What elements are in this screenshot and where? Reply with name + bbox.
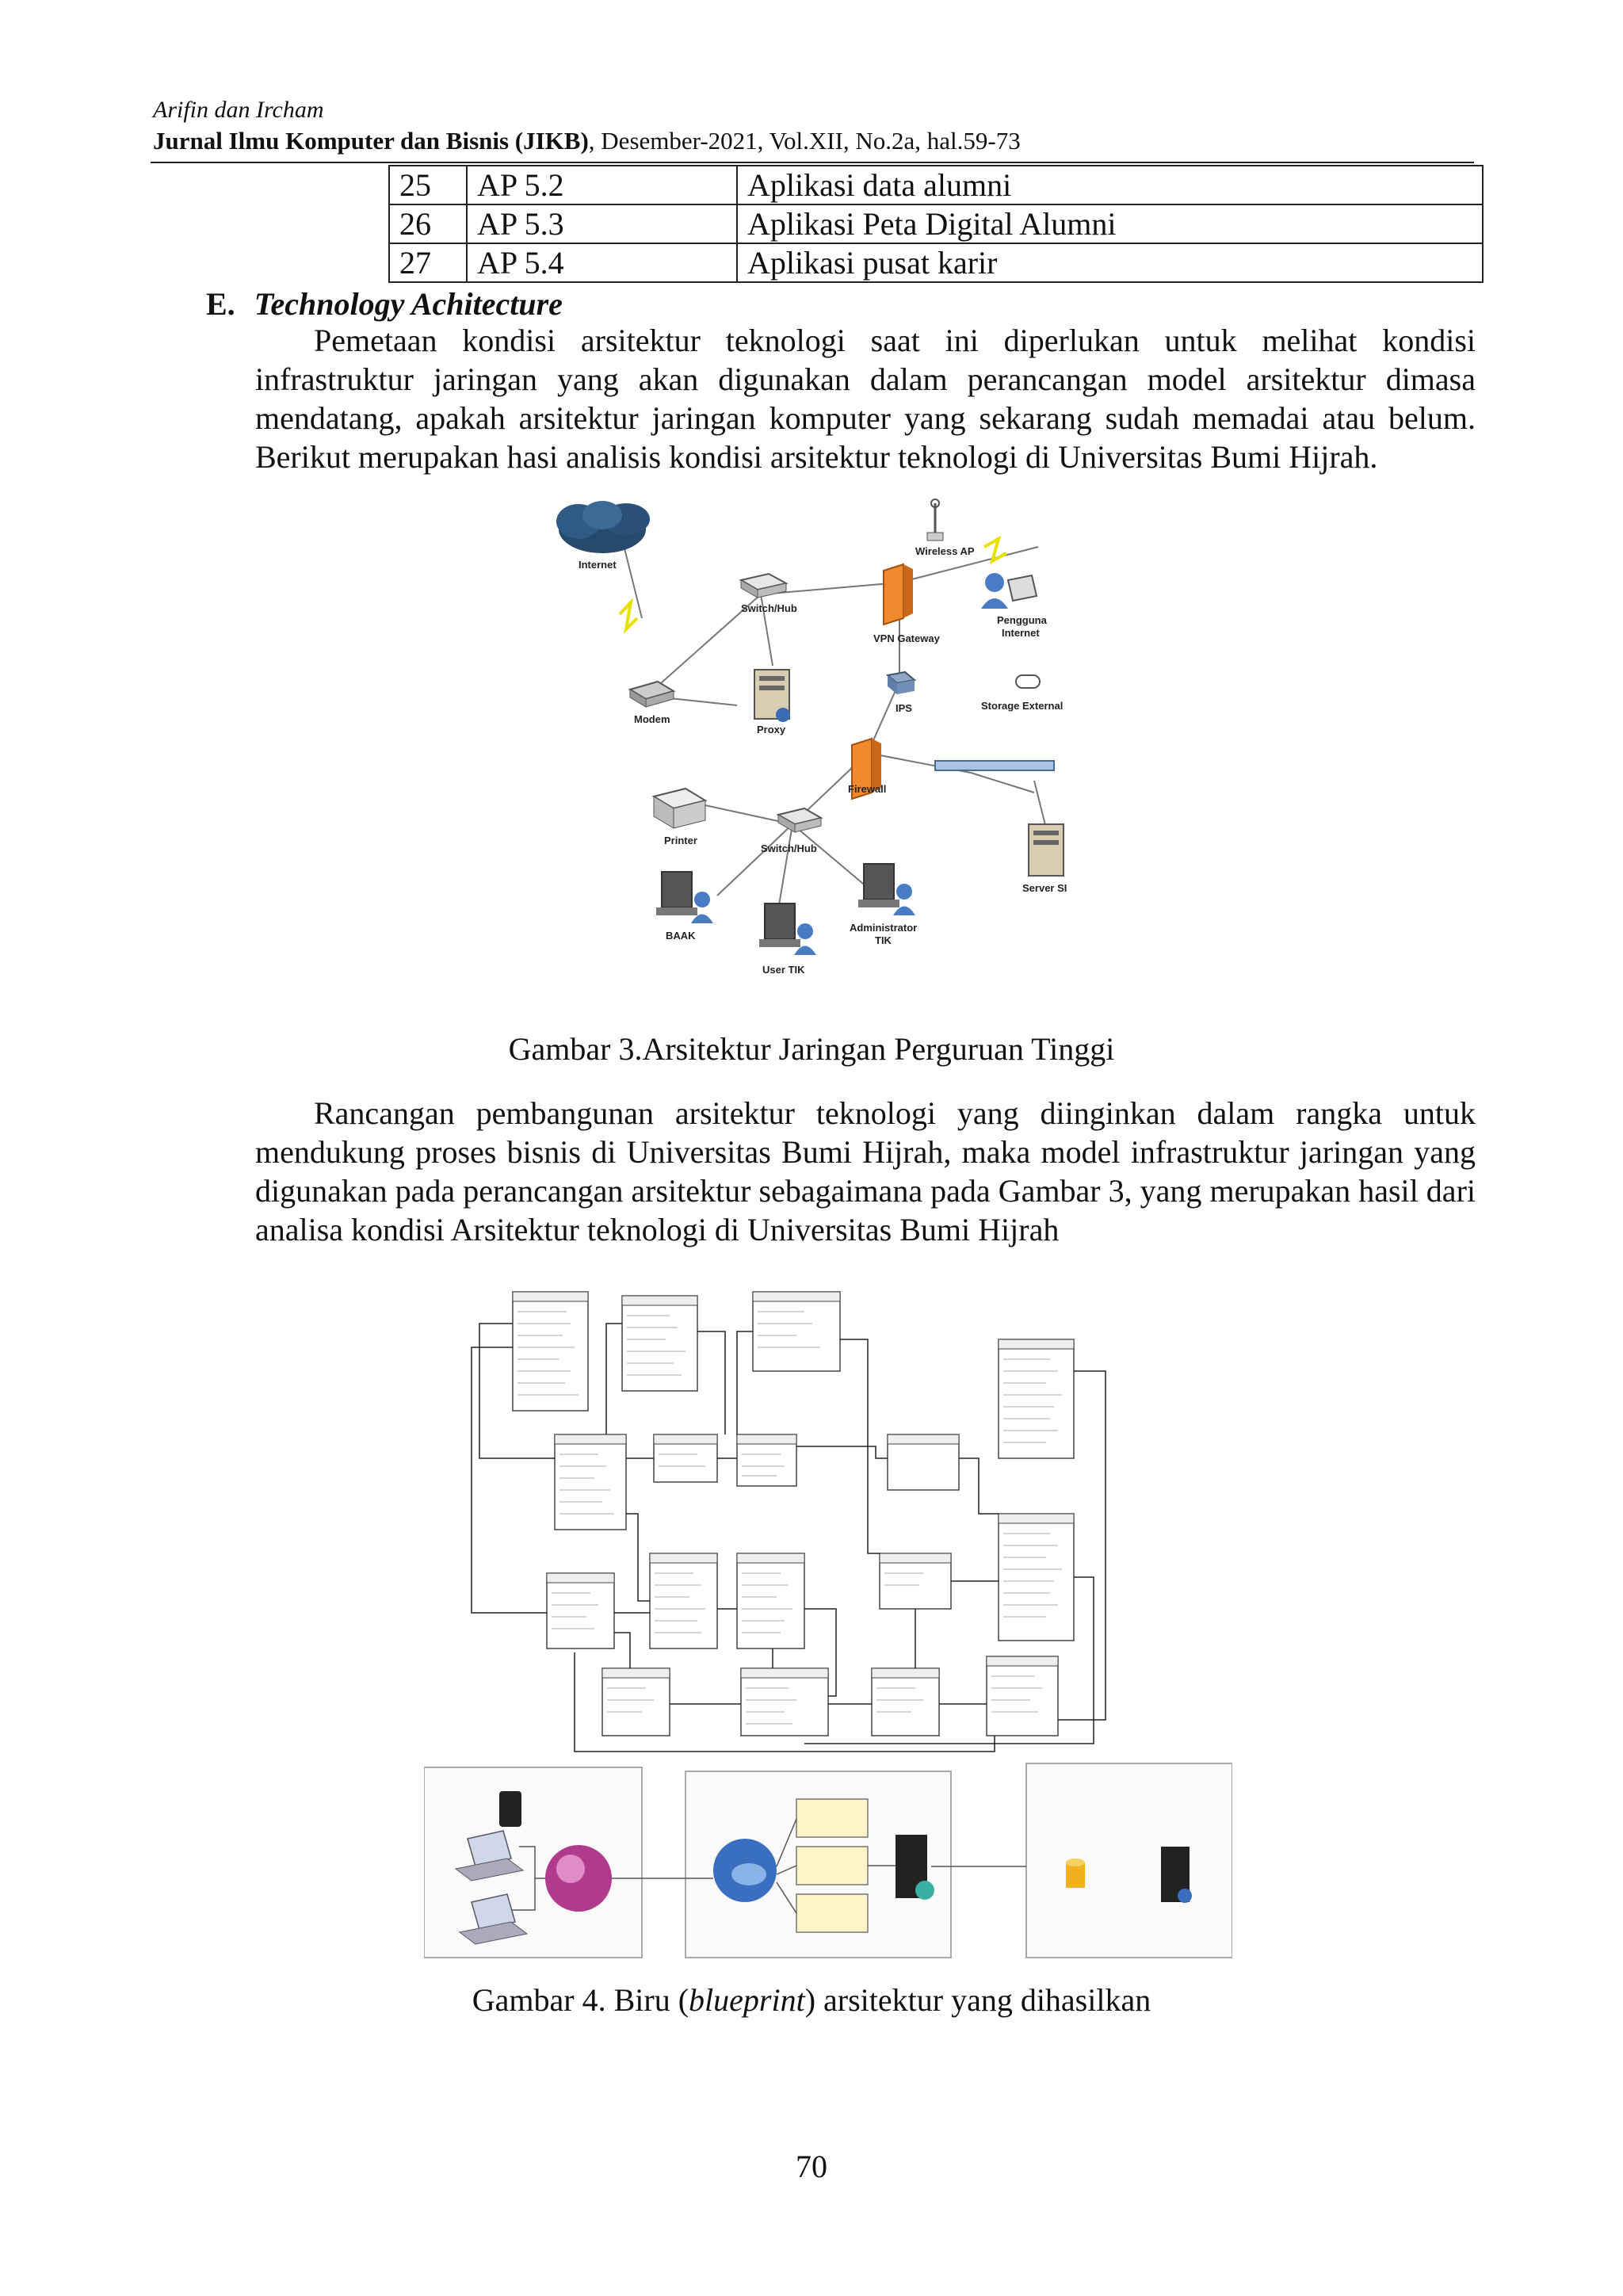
- label-ips: IPS: [896, 702, 912, 714]
- wireless-ap-icon: [926, 499, 944, 541]
- caption-suffix: ) arsitektur yang dihasilkan: [804, 1982, 1151, 2018]
- paragraph-text: Rancangan pembangunan arsitektur teknolo…: [255, 1095, 1476, 1247]
- table-cell-no: 27: [388, 243, 468, 283]
- table-cell-code: AP 5.2: [466, 165, 738, 205]
- db-server-icon: [1161, 1847, 1192, 1903]
- printer-icon: [651, 787, 708, 829]
- server-icon: [1028, 823, 1064, 877]
- class-attribute-lines: [517, 1311, 1062, 1725]
- network-links: [621, 538, 1047, 920]
- firewall-icon: [851, 737, 881, 800]
- running-header-authors: Arifin dan Ircham: [153, 97, 324, 123]
- workstation-user-icon: [858, 863, 915, 915]
- blueprint-architecture-diagram: [424, 1291, 1232, 1958]
- user-laptop-icon: [981, 573, 1038, 609]
- application-table: 25 AP 5.2 Aplikasi data alumni 26 AP 5.3…: [388, 165, 1484, 283]
- label-pengguna: Pengguna: [997, 614, 1048, 626]
- running-header-journal: Jurnal Ilmu Komputer dan Bisnis (JIKB), …: [153, 127, 1021, 155]
- header-rule: [151, 162, 1474, 163]
- table-cell-no: 26: [388, 204, 468, 244]
- table-cell-name: Aplikasi pusat karir: [736, 243, 1484, 283]
- table-cell-no: 25: [388, 165, 468, 205]
- proxy-server-icon: [754, 669, 790, 722]
- label-storage-external: Storage External: [981, 700, 1063, 712]
- web-page-stack-icon: [796, 1798, 869, 1933]
- caption-prefix: Gambar 4. Biru (: [472, 1982, 689, 2018]
- database-icon: [1066, 1859, 1085, 1888]
- app-server-icon: [896, 1835, 934, 1900]
- label-switch-bottom: Switch/Hub: [761, 842, 817, 854]
- cloud-icon: [556, 501, 650, 553]
- page-number: 70: [796, 2149, 827, 2184]
- section-heading: E. Technology Achitecture: [206, 285, 563, 323]
- table-cell-name: Aplikasi Peta Digital Alumni: [736, 204, 1484, 244]
- label-modem: Modem: [634, 713, 670, 725]
- label-firewall: Firewall: [848, 783, 886, 795]
- web-server-icon: [713, 1839, 777, 1902]
- switch-icon: [776, 807, 823, 833]
- deployment-connectors: [511, 1818, 1026, 1914]
- browser-icon: [545, 1845, 612, 1912]
- label-user-tik: User TIK: [762, 964, 805, 976]
- switch-icon: [739, 572, 789, 598]
- label-baak: BAAK: [666, 930, 696, 942]
- vpn-gateway-icon: [883, 563, 913, 626]
- label-printer: Printer: [664, 835, 697, 846]
- label-proxy: Proxy: [757, 724, 786, 735]
- workstation-user-icon: [656, 871, 713, 923]
- label-server-si: Server SI: [1022, 882, 1067, 894]
- laptop-icon: [454, 1830, 529, 1945]
- label-pengguna-internet: Internet: [1002, 627, 1040, 639]
- label-switch-top: Switch/Hub: [741, 602, 797, 614]
- paragraph-text: Pemetaan kondisi arsitektur teknologi sa…: [255, 323, 1476, 475]
- ips-icon: [885, 670, 917, 694]
- table-row: 25 AP 5.2 Aplikasi data alumni: [388, 165, 1484, 205]
- table-cell-code: AP 5.3: [466, 204, 738, 244]
- table-row: 27 AP 5.4 Aplikasi pusat karir: [388, 243, 1484, 283]
- figure-4-caption: Gambar 4. Biru (blueprint) arsitektur ya…: [0, 1981, 1623, 2019]
- figure-3-caption: Gambar 3.Arsitektur Jaringan Perguruan T…: [508, 1031, 1115, 1067]
- label-internet: Internet: [579, 559, 617, 571]
- caption-emphasis: blueprint: [689, 1982, 805, 2018]
- table-cell-name: Aplikasi data alumni: [736, 165, 1484, 205]
- body-paragraph-1: Pemetaan kondisi arsitektur teknologi sa…: [255, 321, 1476, 476]
- section-number: E.: [206, 286, 235, 322]
- body-paragraph-2: Rancangan pembangunan arsitektur teknolo…: [255, 1094, 1476, 1249]
- journal-issue: , Desember-2021, Vol.XII, No.2a, hal.59-…: [588, 127, 1021, 155]
- rack-bar-icon: [934, 760, 1055, 771]
- journal-name: Jurnal Ilmu Komputer dan Bisnis (JIKB): [153, 127, 589, 155]
- relationship-lines: [471, 1323, 1106, 1752]
- lightning-icon: [618, 535, 1007, 634]
- label-vpn-gateway: VPN Gateway: [873, 632, 941, 644]
- network-architecture-diagram: Internet Modem Switch/Hub Proxy VPN Gate…: [556, 499, 1067, 976]
- label-administrator: Administrator: [850, 922, 917, 934]
- class-header-bands: [512, 1291, 1075, 1679]
- modem-icon: [628, 680, 676, 708]
- table-cell-code: AP 5.4: [466, 243, 738, 283]
- phone-icon: [499, 1791, 521, 1827]
- section-title: Technology Achitecture: [254, 286, 563, 322]
- storage-icon: [1015, 674, 1041, 689]
- deployment-strip: [424, 1763, 1232, 1958]
- label-administrator-tik: TIK: [875, 934, 892, 946]
- workstation-user-icon: [759, 903, 816, 955]
- table-row: 26 AP 5.3 Aplikasi Peta Digital Alumni: [388, 204, 1484, 244]
- label-wireless-ap: Wireless AP: [915, 545, 975, 557]
